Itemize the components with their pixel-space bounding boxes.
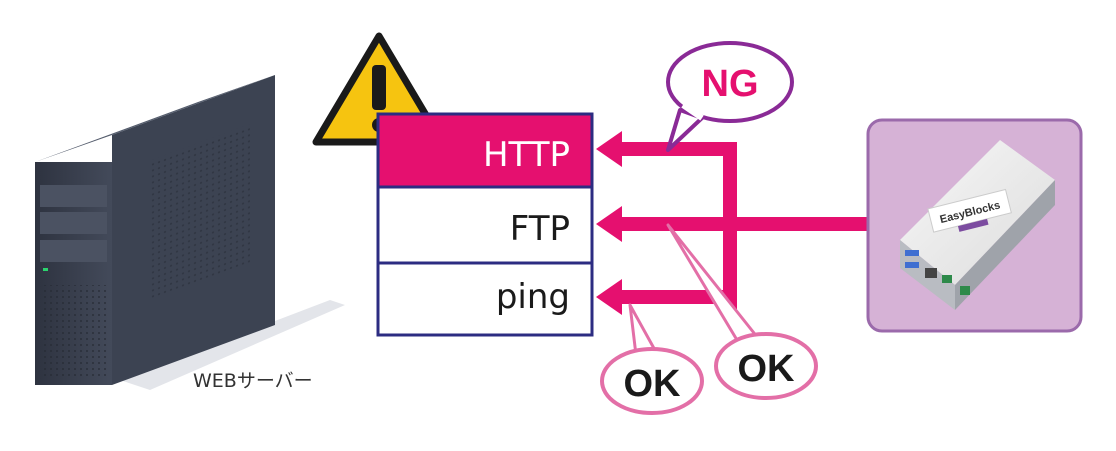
ftp-row-bg	[378, 187, 592, 263]
http-arrow	[615, 142, 737, 156]
protocol-table	[376, 112, 594, 337]
protocol-label-ping: ping	[496, 277, 570, 317]
ping-row-bg	[378, 263, 592, 335]
ftp-arrow	[615, 217, 735, 231]
ok-ftp-bubble	[666, 223, 818, 400]
http-row-bg	[378, 114, 592, 187]
ng-bubble-text: NG	[702, 63, 759, 105]
ok-ftp-bubble-text: OK	[738, 348, 796, 390]
ok-ping-bubble-text: OK	[624, 363, 682, 405]
ng-bubble	[666, 41, 794, 152]
tower-server-icon	[35, 75, 345, 390]
device-link-line	[730, 217, 870, 231]
protocol-label-http: HTTP	[483, 135, 570, 175]
request-arrows	[596, 131, 870, 315]
protocol-label-ftp: FTP	[510, 209, 570, 249]
easyblocks-device-icon: EasyBlocks	[866, 118, 1083, 333]
ok-ping-bubble	[600, 303, 704, 415]
ping-arrow	[615, 290, 737, 304]
server-caption: WEBサーバー	[193, 370, 313, 392]
